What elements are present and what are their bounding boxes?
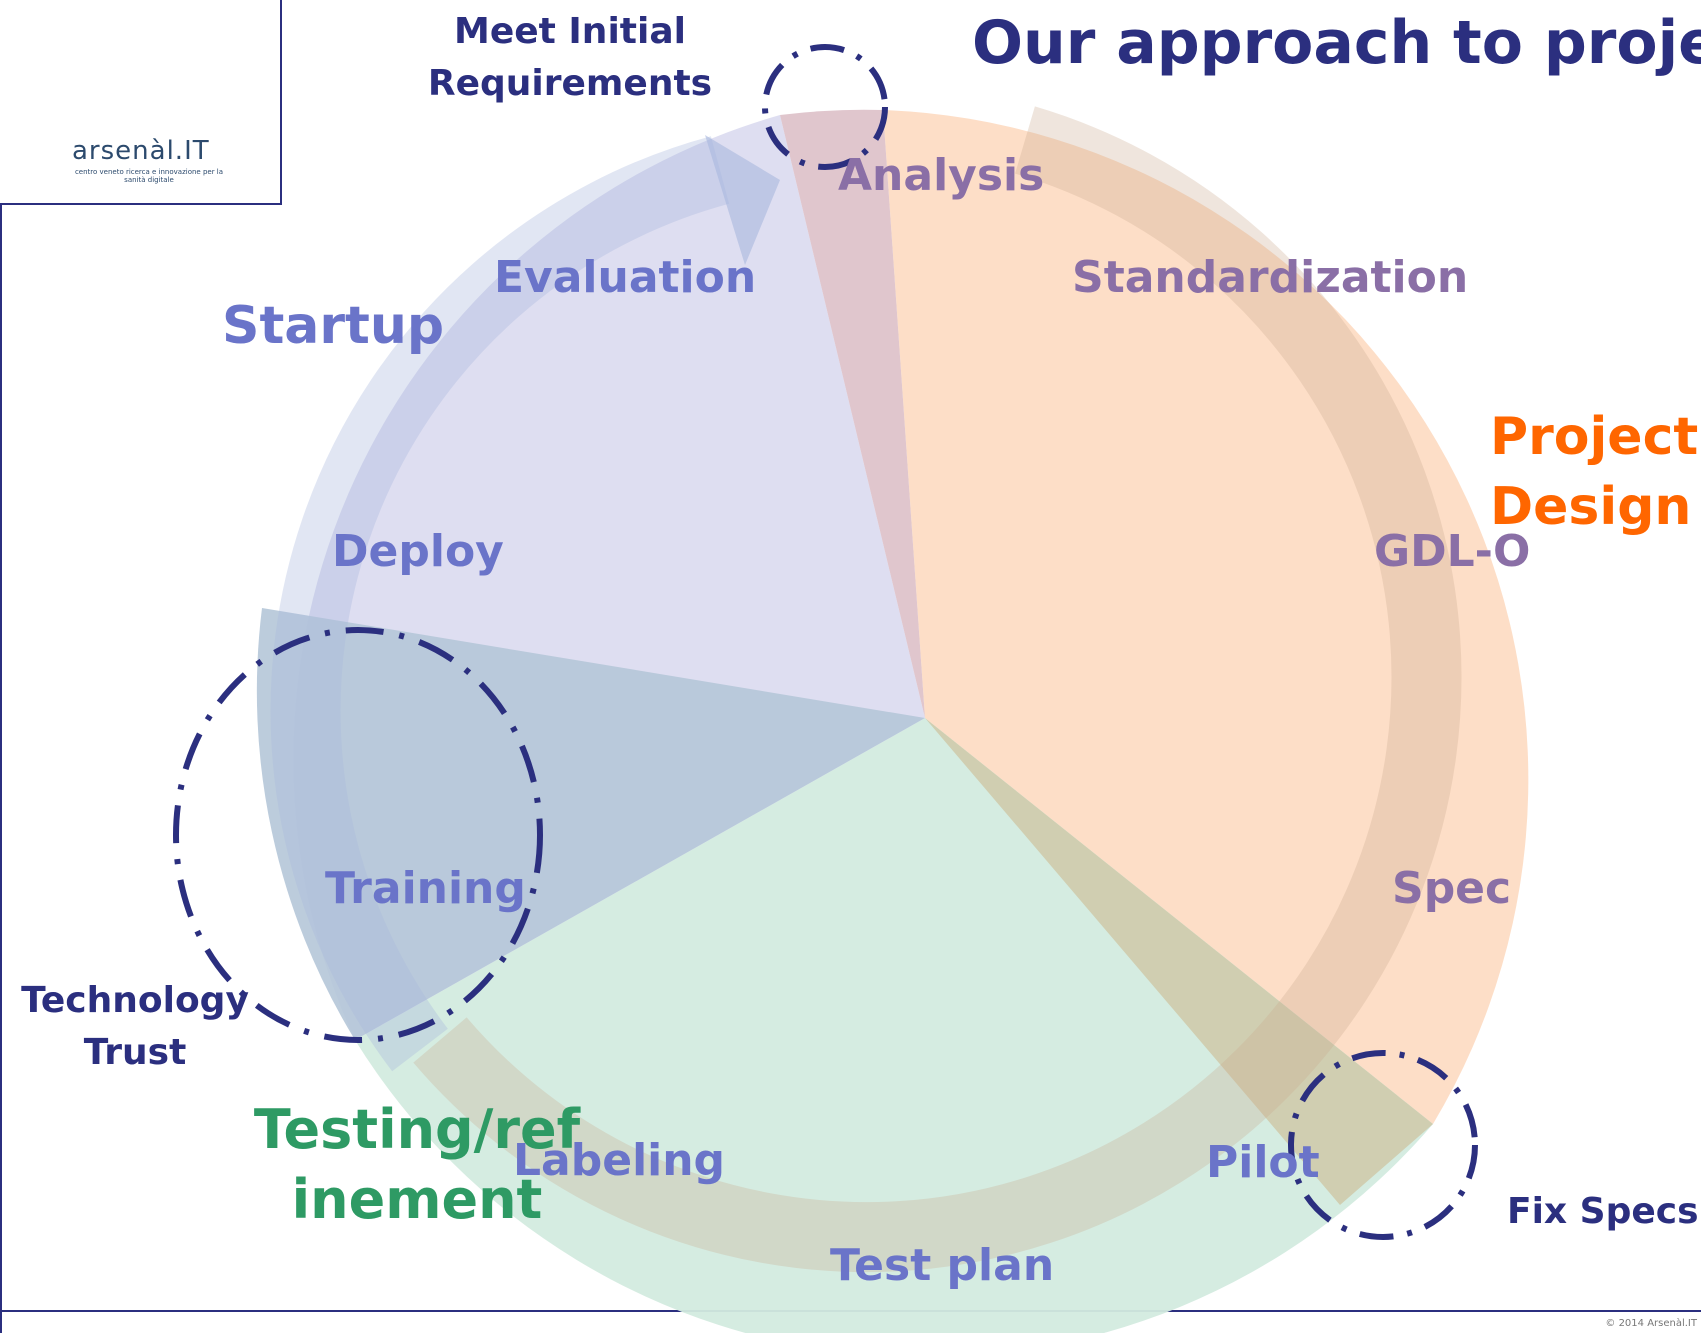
- step-evaluation: Evaluation: [494, 252, 757, 303]
- phase-label-project-design: Project Design: [1480, 402, 1699, 542]
- step-training: Training: [325, 863, 526, 914]
- dashed-circle-meet-initial: [762, 44, 888, 170]
- frame-left-border: [0, 0, 2, 1333]
- step-test-plan: Test plan: [830, 1240, 1055, 1291]
- slide-title: Our approach to proje: [972, 8, 1701, 78]
- step-standardization: Standardization: [1072, 252, 1469, 303]
- cycle-arrow-band: [413, 106, 1462, 1273]
- sector-project-design: [883, 110, 1529, 1124]
- phase-label-project-design-text: Project Design: [1490, 407, 1699, 537]
- step-deploy: Deploy: [332, 526, 504, 577]
- dashed-circle-fix-specs: [1288, 1050, 1478, 1240]
- step-labeling: Labeling: [513, 1135, 726, 1186]
- overlap-wedge-top: [780, 109, 925, 718]
- step-analysis: Analysis: [838, 150, 1045, 201]
- step-spec: Spec: [1392, 863, 1512, 914]
- logo-box: arsenàl.IT centro veneto ricerca e innov…: [0, 0, 282, 205]
- callout-technology-trust-text: Technology Trust: [21, 980, 249, 1073]
- step-gdlo: GDL-O: [1374, 526, 1531, 577]
- callout-meet-initial-text: Meet Initial Requirements: [427, 11, 713, 104]
- phase-label-testing-text: Testing/refinement: [253, 1098, 581, 1231]
- logo-tagline: centro veneto ricerca e innovazione per …: [74, 168, 224, 184]
- logo-wordmark: arsenàl.IT: [72, 136, 210, 166]
- phase-label-startup: Startup: [222, 296, 445, 356]
- callout-meet-initial-requirements: Meet Initial Requirements: [420, 6, 720, 110]
- step-pilot: Pilot: [1206, 1137, 1320, 1188]
- sector-testing: [355, 718, 1433, 1333]
- cycle-arrow-band-left: [270, 136, 730, 1072]
- callout-fix-specs: Fix Specs: [1507, 1191, 1699, 1232]
- footer-copyright: © 2014 Arsenàl.IT: [1605, 1318, 1697, 1329]
- overlap-wedge-training: [256, 608, 926, 1040]
- phase-label-testing: Testing/refinement: [252, 1095, 582, 1235]
- cycle-arrow-head: [705, 135, 780, 265]
- callout-technology-trust: Technology Trust: [10, 975, 260, 1079]
- overlap-wedge-pilot: [925, 718, 1433, 1205]
- dashed-circle-technology-trust: [173, 627, 543, 1043]
